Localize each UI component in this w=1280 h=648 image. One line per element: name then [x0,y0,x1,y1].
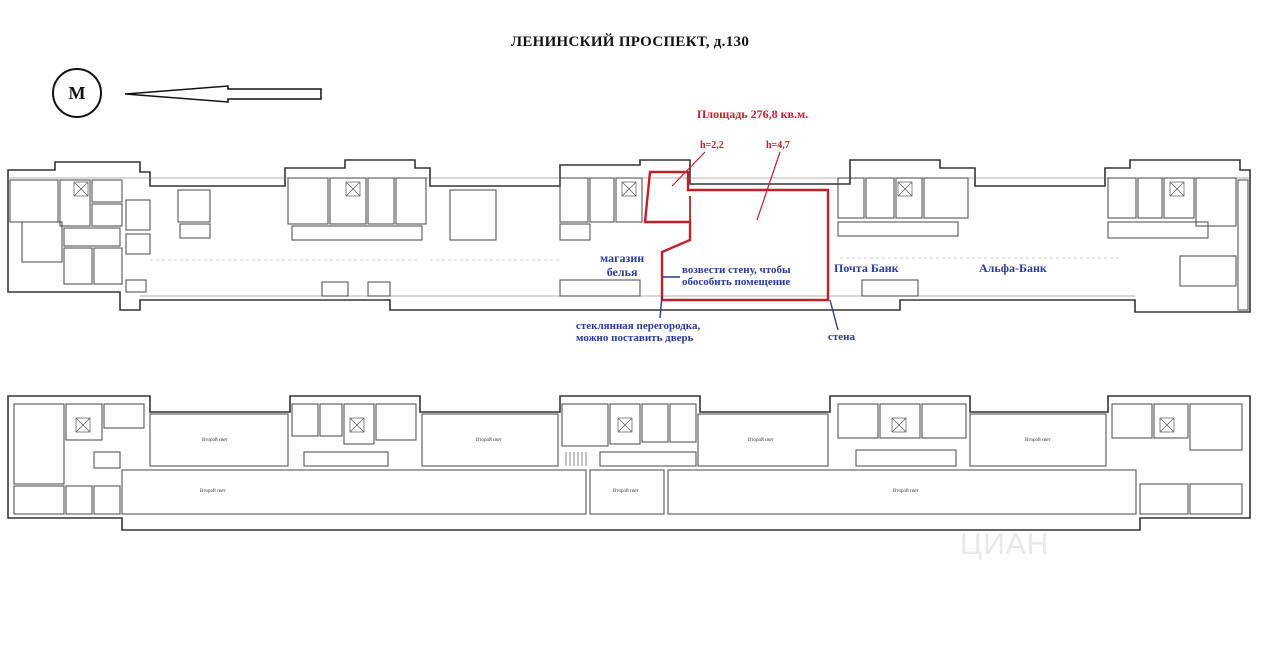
second-light-label-6: Второй свет [613,489,639,494]
pointer-wall [829,299,839,331]
first-floor-block-2 [177,177,427,297]
second-floor-stairs [75,417,1175,466]
second-floor-stair-steps [565,452,587,466]
note-build-wall-line2: обособить помещение [682,276,791,288]
first-floor-dashed [150,257,1120,261]
height-label-left: h=2,2 [700,140,724,151]
first-floor-block-3 [449,177,643,297]
second-light-label-4: Второй свет [1025,438,1051,443]
second-floor-second-light [121,413,1137,515]
tenant-lingerie-line2: белья [606,265,638,279]
second-light-label-7: Второй свет [893,489,919,494]
plan-title: ЛЕНИНСКИЙ ПРОСПЕКТ, д.130 [510,34,750,50]
watermark: ЦИАН [960,528,1050,561]
metro-icon: М [52,68,102,118]
first-floor-right-block [1107,177,1249,311]
second-light-label-1: Второй свет [202,438,228,443]
note-glass-line2: можно поставить дверь [576,332,694,344]
note-wall: стена [828,331,856,343]
pointer-glass [659,295,663,319]
tenant-alfa-bank-label: Альфа-Банк [979,261,1047,275]
area-label: Площадь 276,8 кв.м. [697,107,809,121]
note-build-wall: возвести стену, чтобы обособить помещени… [682,264,791,288]
second-floor-rooms [13,403,1243,515]
direction-arrow-icon [124,85,322,103]
note-glass-partition: стеклянная перегородка, можно поставить … [576,320,700,344]
tenant-post-bank-label: Почта Банк [834,261,899,275]
pointer-h22 [671,151,706,187]
tenant-lingerie-label: магазин белья [600,251,644,279]
tenant-lingerie-line1: магазин [600,251,645,265]
note-glass-line1: стеклянная перегородка, [576,320,701,332]
first-floor-stairs [73,181,1185,197]
second-light-label-3: Второй свет [748,438,774,443]
first-floor-block-4 [837,177,969,297]
second-light-label-5: Второй свет [200,489,226,494]
second-floor-outline [7,395,1251,531]
height-label-right: h=4,7 [766,140,790,151]
pointer-h47 [756,151,781,221]
note-build-wall-line1: возвести стену, чтобы [682,264,791,276]
first-floor-left-block [9,179,151,293]
second-light-label-2: Второй свет [476,438,502,443]
first-floor-outline [7,159,1251,313]
